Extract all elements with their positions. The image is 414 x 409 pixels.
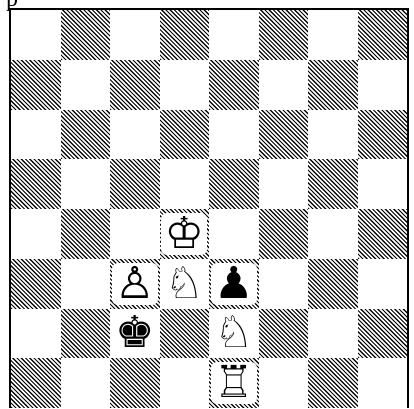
square-c8[interactable] <box>110 10 160 60</box>
square-a6[interactable] <box>11 110 61 160</box>
square-d6[interactable] <box>160 110 210 160</box>
square-d1[interactable] <box>160 358 210 408</box>
square-e4[interactable] <box>209 209 259 259</box>
square-f5[interactable] <box>259 159 309 209</box>
square-g3[interactable] <box>308 259 358 309</box>
square-c1[interactable] <box>110 358 160 408</box>
square-h3[interactable] <box>358 259 408 309</box>
square-d8[interactable] <box>160 10 210 60</box>
square-b3[interactable] <box>61 259 111 309</box>
square-h6[interactable] <box>358 110 408 160</box>
square-c5[interactable] <box>110 159 160 209</box>
white-knight-icon[interactable]: ♘ <box>211 312 257 354</box>
square-c2[interactable]: ♚ <box>110 309 160 359</box>
square-f4[interactable] <box>259 209 309 259</box>
square-e8[interactable] <box>209 10 259 60</box>
square-d3[interactable]: ♘ <box>160 259 210 309</box>
square-a3[interactable] <box>11 259 61 309</box>
square-a4[interactable] <box>11 209 61 259</box>
square-g2[interactable] <box>308 309 358 359</box>
chess-board: ♔♙♘♟♚♘♖ <box>9 8 409 408</box>
black-king-icon[interactable]: ♚ <box>112 312 158 354</box>
square-g6[interactable] <box>308 110 358 160</box>
square-g5[interactable] <box>308 159 358 209</box>
square-b5[interactable] <box>61 159 111 209</box>
square-e1[interactable]: ♖ <box>209 358 259 408</box>
square-f8[interactable] <box>259 10 309 60</box>
square-h1[interactable] <box>358 358 408 408</box>
square-a8[interactable] <box>11 10 61 60</box>
square-h7[interactable] <box>358 60 408 110</box>
white-king-icon[interactable]: ♔ <box>161 213 207 255</box>
white-rook-icon[interactable]: ♖ <box>211 362 257 404</box>
square-e3[interactable]: ♟ <box>209 259 259 309</box>
square-e7[interactable] <box>209 60 259 110</box>
square-f1[interactable] <box>259 358 309 408</box>
square-h4[interactable] <box>358 209 408 259</box>
square-h8[interactable] <box>358 10 408 60</box>
square-h5[interactable] <box>358 159 408 209</box>
square-f2[interactable] <box>259 309 309 359</box>
white-knight-icon[interactable]: ♘ <box>161 263 207 305</box>
square-e5[interactable] <box>209 159 259 209</box>
square-g7[interactable] <box>308 60 358 110</box>
square-g8[interactable] <box>308 10 358 60</box>
square-e2[interactable]: ♘ <box>209 309 259 359</box>
black-pawn-icon[interactable]: ♟ <box>211 263 257 305</box>
square-b4[interactable] <box>61 209 111 259</box>
square-c3[interactable]: ♙ <box>110 259 160 309</box>
square-d2[interactable] <box>160 309 210 359</box>
square-b1[interactable] <box>61 358 111 408</box>
square-c6[interactable] <box>110 110 160 160</box>
square-g4[interactable] <box>308 209 358 259</box>
square-b6[interactable] <box>61 110 111 160</box>
square-g1[interactable] <box>308 358 358 408</box>
square-f7[interactable] <box>259 60 309 110</box>
square-b7[interactable] <box>61 60 111 110</box>
square-d5[interactable] <box>160 159 210 209</box>
square-a1[interactable] <box>11 358 61 408</box>
square-d7[interactable] <box>160 60 210 110</box>
square-c7[interactable] <box>110 60 160 110</box>
square-a5[interactable] <box>11 159 61 209</box>
square-f6[interactable] <box>259 110 309 160</box>
square-h2[interactable] <box>358 309 408 359</box>
white-pawn-icon[interactable]: ♙ <box>112 263 158 305</box>
square-d4[interactable]: ♔ <box>160 209 210 259</box>
square-f3[interactable] <box>259 259 309 309</box>
square-a7[interactable] <box>11 60 61 110</box>
square-c4[interactable] <box>110 209 160 259</box>
square-b8[interactable] <box>61 10 111 60</box>
square-b2[interactable] <box>61 309 111 359</box>
square-e6[interactable] <box>209 110 259 160</box>
square-a2[interactable] <box>11 309 61 359</box>
